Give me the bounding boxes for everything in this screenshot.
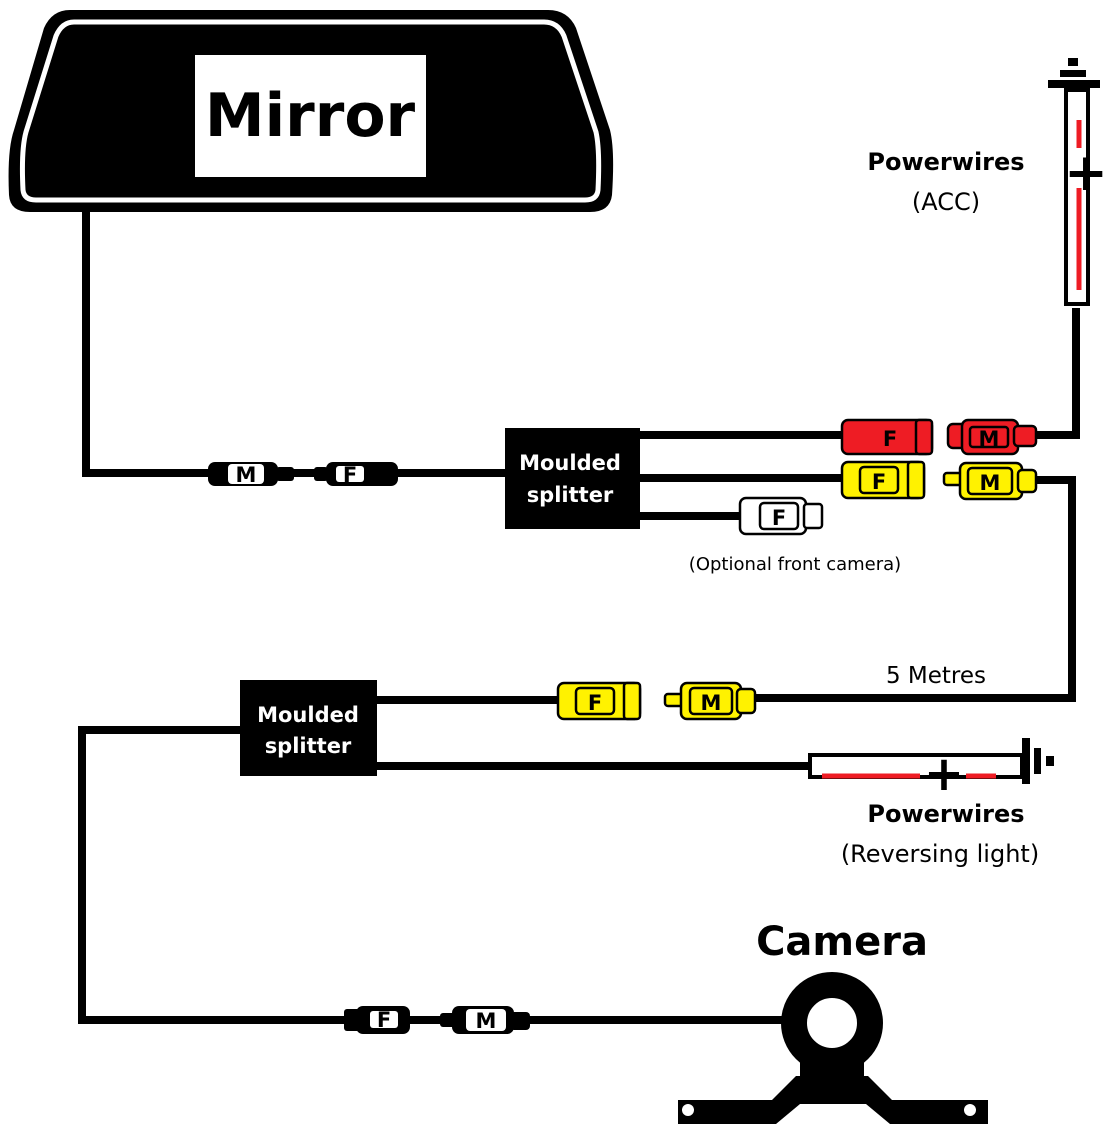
power-reverse: + xyxy=(808,738,1054,802)
power-reverse-plus: + xyxy=(924,746,964,802)
mirror-label-box xyxy=(195,55,426,177)
connector-camera-f: F xyxy=(344,1006,410,1034)
connector-yellow-f: F xyxy=(840,460,926,500)
optional-front-camera-label: (Optional front camera) xyxy=(689,554,901,575)
connector-camera-m-label: M xyxy=(476,1009,497,1033)
wire-mirror-to-splitter xyxy=(82,210,210,477)
connector-white-f-label: F xyxy=(772,506,786,530)
connector-mirror-m: M xyxy=(208,462,294,487)
splitter-top: Moulded splitter xyxy=(505,428,640,529)
connector-yellow-m: M xyxy=(942,461,1038,501)
splitter-bottom: Moulded splitter xyxy=(240,680,377,776)
connector-white-f: F xyxy=(738,496,824,536)
connector-red-f-label: F xyxy=(883,427,897,451)
wire-splitter-to-camera xyxy=(78,726,348,1024)
wire-red-to-acc xyxy=(1034,308,1080,439)
splitter-bottom-line2: splitter xyxy=(265,734,352,758)
connector-red-m-label: M xyxy=(979,427,1000,451)
connector-camera-m: M xyxy=(440,1006,530,1034)
connector-mirror-f-label: F xyxy=(343,463,357,487)
connector-bottom-yellow-f-label: F xyxy=(588,691,602,715)
connector-camera-f-label: F xyxy=(377,1008,391,1032)
camera-label: Camera xyxy=(756,919,928,965)
mirror-label: Mirror xyxy=(205,81,416,151)
power-acc-subtitle: (ACC) xyxy=(912,188,980,216)
camera-icon xyxy=(678,972,988,1124)
connector-yellow-m-label: M xyxy=(980,471,1001,495)
connector-mirror-m-label: M xyxy=(236,463,257,487)
ground-bar-acc xyxy=(1048,80,1100,88)
connector-red-f: F xyxy=(840,418,934,456)
mirror-inner-outline xyxy=(19,19,602,203)
connector-bottom-yellow-m-label: M xyxy=(701,691,722,715)
connector-red-m: M xyxy=(946,418,1038,456)
power-acc-title: Powerwires xyxy=(867,148,1024,176)
connector-bottom-yellow-f: F xyxy=(556,681,642,721)
power-acc: + xyxy=(1048,58,1103,306)
connector-yellow-f-label: F xyxy=(872,470,886,494)
connector-mirror-f: F xyxy=(314,462,398,487)
power-reverse-subtitle: (Reversing light) xyxy=(841,840,1039,868)
connector-bottom-yellow-m: M xyxy=(663,681,757,721)
wires xyxy=(78,210,1080,1024)
mirror: Mirror xyxy=(8,10,614,212)
splitter-top-line1: Moulded xyxy=(519,451,621,475)
splitter-top-line2: splitter xyxy=(527,483,614,507)
cable-length-label: 5 Metres xyxy=(886,663,986,689)
ground-bar-reverse xyxy=(1022,738,1030,784)
power-reverse-title: Powerwires xyxy=(867,800,1024,828)
wire-yellow-long xyxy=(755,476,1076,702)
splitter-bottom-line1: Moulded xyxy=(257,703,359,727)
power-acc-plus: + xyxy=(1064,143,1103,203)
